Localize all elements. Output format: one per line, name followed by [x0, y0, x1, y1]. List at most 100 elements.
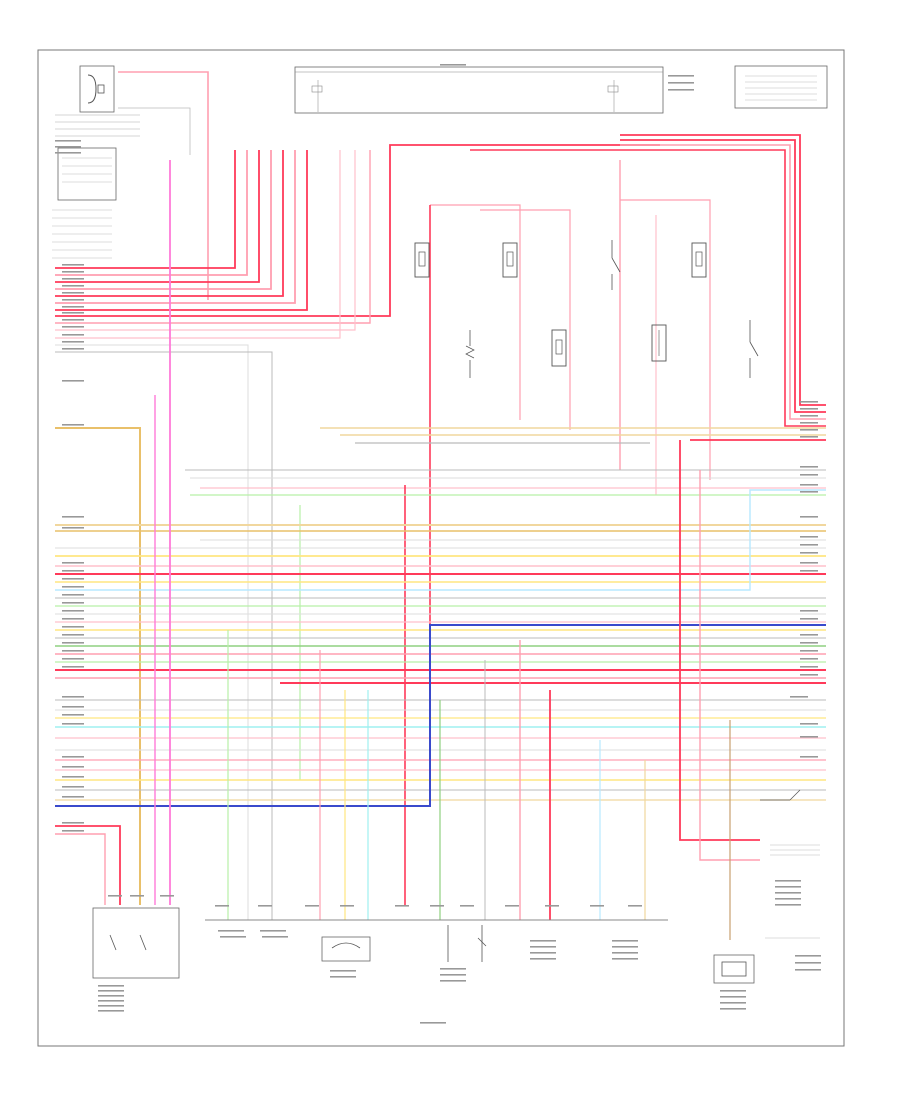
- label-mark: [220, 936, 246, 938]
- solenoid-icon: [551, 329, 567, 367]
- label-mark: [440, 974, 466, 976]
- label-mark: [800, 736, 818, 738]
- label-mark: [800, 756, 818, 758]
- label-mark: [800, 666, 818, 668]
- label-mark: [800, 562, 818, 564]
- label-mark: [795, 962, 821, 964]
- label-mark: [62, 278, 84, 280]
- label-mark: [98, 995, 124, 997]
- label-mark: [62, 756, 84, 758]
- label-mark: [505, 905, 519, 907]
- label-mark: [62, 776, 84, 778]
- label-mark: [62, 292, 84, 294]
- label-mark: [440, 968, 466, 970]
- label-mark: [800, 429, 818, 431]
- label-mark: [62, 714, 84, 716]
- relay-icon: [414, 242, 430, 278]
- label-mark: [62, 642, 84, 644]
- label-mark: [800, 634, 818, 636]
- label-mark: [62, 312, 84, 314]
- label-mark: [800, 415, 818, 417]
- label-mark: [545, 905, 559, 907]
- wire: [55, 344, 249, 920]
- label-mark: [790, 696, 808, 698]
- wire-bundle: [55, 71, 826, 940]
- label-mark: [800, 658, 818, 660]
- wire: [55, 825, 121, 905]
- label-mark: [775, 886, 801, 888]
- wire: [55, 351, 273, 920]
- label-mark: [215, 905, 229, 907]
- wire: [118, 71, 209, 300]
- right-switch: [760, 789, 820, 856]
- switch-icon: [611, 240, 621, 290]
- label-mark: [62, 634, 84, 636]
- label-mark: [62, 796, 84, 798]
- label-mark: [262, 936, 288, 938]
- bottom-right-sensor: [713, 937, 820, 984]
- label-mark: [98, 990, 124, 992]
- label-mark: [62, 285, 84, 287]
- label-mark: [62, 271, 84, 273]
- label-mark: [62, 516, 84, 518]
- label-mark: [720, 1002, 746, 1004]
- label-mark: [530, 958, 556, 960]
- label-mark: [62, 326, 84, 328]
- label-mark: [720, 1008, 746, 1010]
- label-mark: [130, 895, 144, 897]
- label-mark: [800, 552, 818, 554]
- relay-icon: [502, 242, 518, 278]
- wire: [620, 199, 711, 480]
- label-mark: [530, 952, 556, 954]
- label-mark: [62, 348, 84, 350]
- top-left-connector: [55, 65, 140, 137]
- label-mark: [612, 946, 638, 948]
- label-mark: [62, 586, 84, 588]
- wire: [620, 144, 826, 420]
- wire: [55, 150, 260, 283]
- label-mark: [62, 766, 84, 768]
- label-mark: [62, 830, 84, 832]
- label-mark: [800, 674, 818, 676]
- label-mark: [340, 905, 354, 907]
- label-mark: [795, 955, 821, 957]
- label-mark: [62, 696, 84, 698]
- label-mark: [62, 650, 84, 652]
- note-box-top-right: [734, 65, 828, 109]
- label-mark: [530, 940, 556, 942]
- wire: [118, 107, 191, 155]
- label-mark: [800, 642, 818, 644]
- label-mark: [258, 905, 272, 907]
- label-mark: [62, 658, 84, 660]
- label-mark: [720, 990, 746, 992]
- relay-group: [414, 240, 759, 378]
- label-mark: [260, 930, 286, 932]
- wire: [55, 489, 826, 591]
- label-marks: [55, 64, 821, 1024]
- label-mark: [62, 570, 84, 572]
- label-mark: [98, 1005, 124, 1007]
- label-mark: [330, 970, 356, 972]
- wire: [55, 624, 826, 807]
- label-mark: [330, 976, 356, 978]
- solenoid-icon: [651, 324, 667, 362]
- wire: [620, 139, 826, 413]
- label-mark: [62, 723, 84, 725]
- label-mark: [775, 898, 801, 900]
- label-mark: [55, 146, 81, 148]
- wire: [55, 150, 236, 269]
- label-mark: [720, 996, 746, 998]
- label-mark: [775, 904, 801, 906]
- label-mark: [800, 466, 818, 468]
- wire: [620, 134, 826, 406]
- sensor-icon: [321, 936, 371, 962]
- label-mark: [800, 516, 818, 518]
- label-mark: [62, 380, 84, 382]
- label-mark: [668, 89, 694, 91]
- label-mark: [218, 930, 244, 932]
- label-mark: [62, 706, 84, 708]
- label-mark: [160, 895, 174, 897]
- wire: [55, 833, 106, 905]
- switch-icon: [749, 320, 759, 378]
- label-mark: [62, 822, 84, 824]
